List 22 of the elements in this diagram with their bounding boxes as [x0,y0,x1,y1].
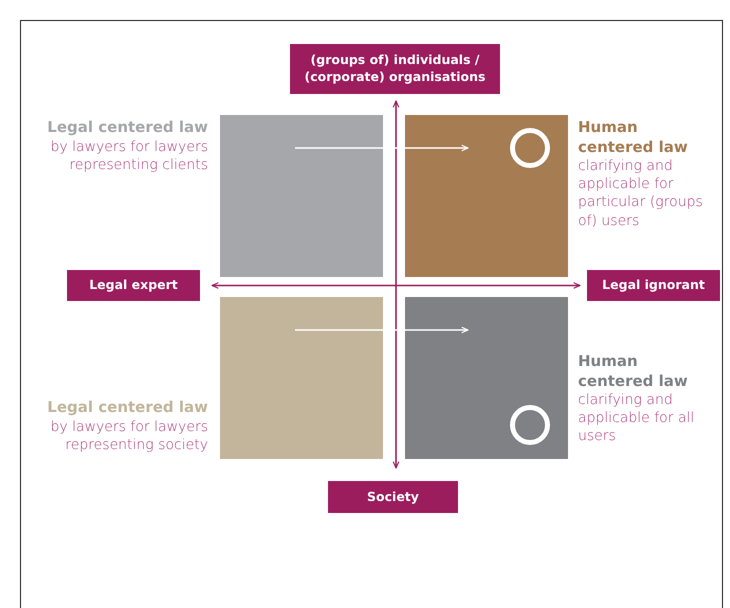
quadrant-description: by lawyers for lawyers representing society [49,418,208,454]
quadrant-heading: Human centered law [578,118,689,157]
quadrant-description: by lawyers for lawyers representing clients [49,138,208,174]
axis-label-box: Legal expert [67,270,200,301]
quadrant-square [220,115,383,277]
axis-label-box: Legal ignorant [587,270,720,301]
circle-marker [510,405,550,445]
axis-label-box: (groups of) individuals / (corporate) organisations [290,44,500,94]
quadrant-description: clarifying and applicable for particular (groups of) users [578,157,704,230]
quadrant-heading: Human centered law [578,352,689,391]
arrow [295,144,469,152]
axis-arrow [211,282,581,289]
arrow [295,326,469,334]
quadrant-square [220,297,383,459]
quadrant-description: clarifying and applicable for all users [578,391,696,446]
quadrant-square [405,297,568,459]
circle-marker [510,128,550,168]
quadrant-square [405,115,568,277]
quadrant-heading: Legal centered law [46,398,208,418]
axis-arrow [392,100,400,469]
quadrant-heading: Legal centered law [46,118,208,138]
axis-label-box: Society [328,481,458,513]
